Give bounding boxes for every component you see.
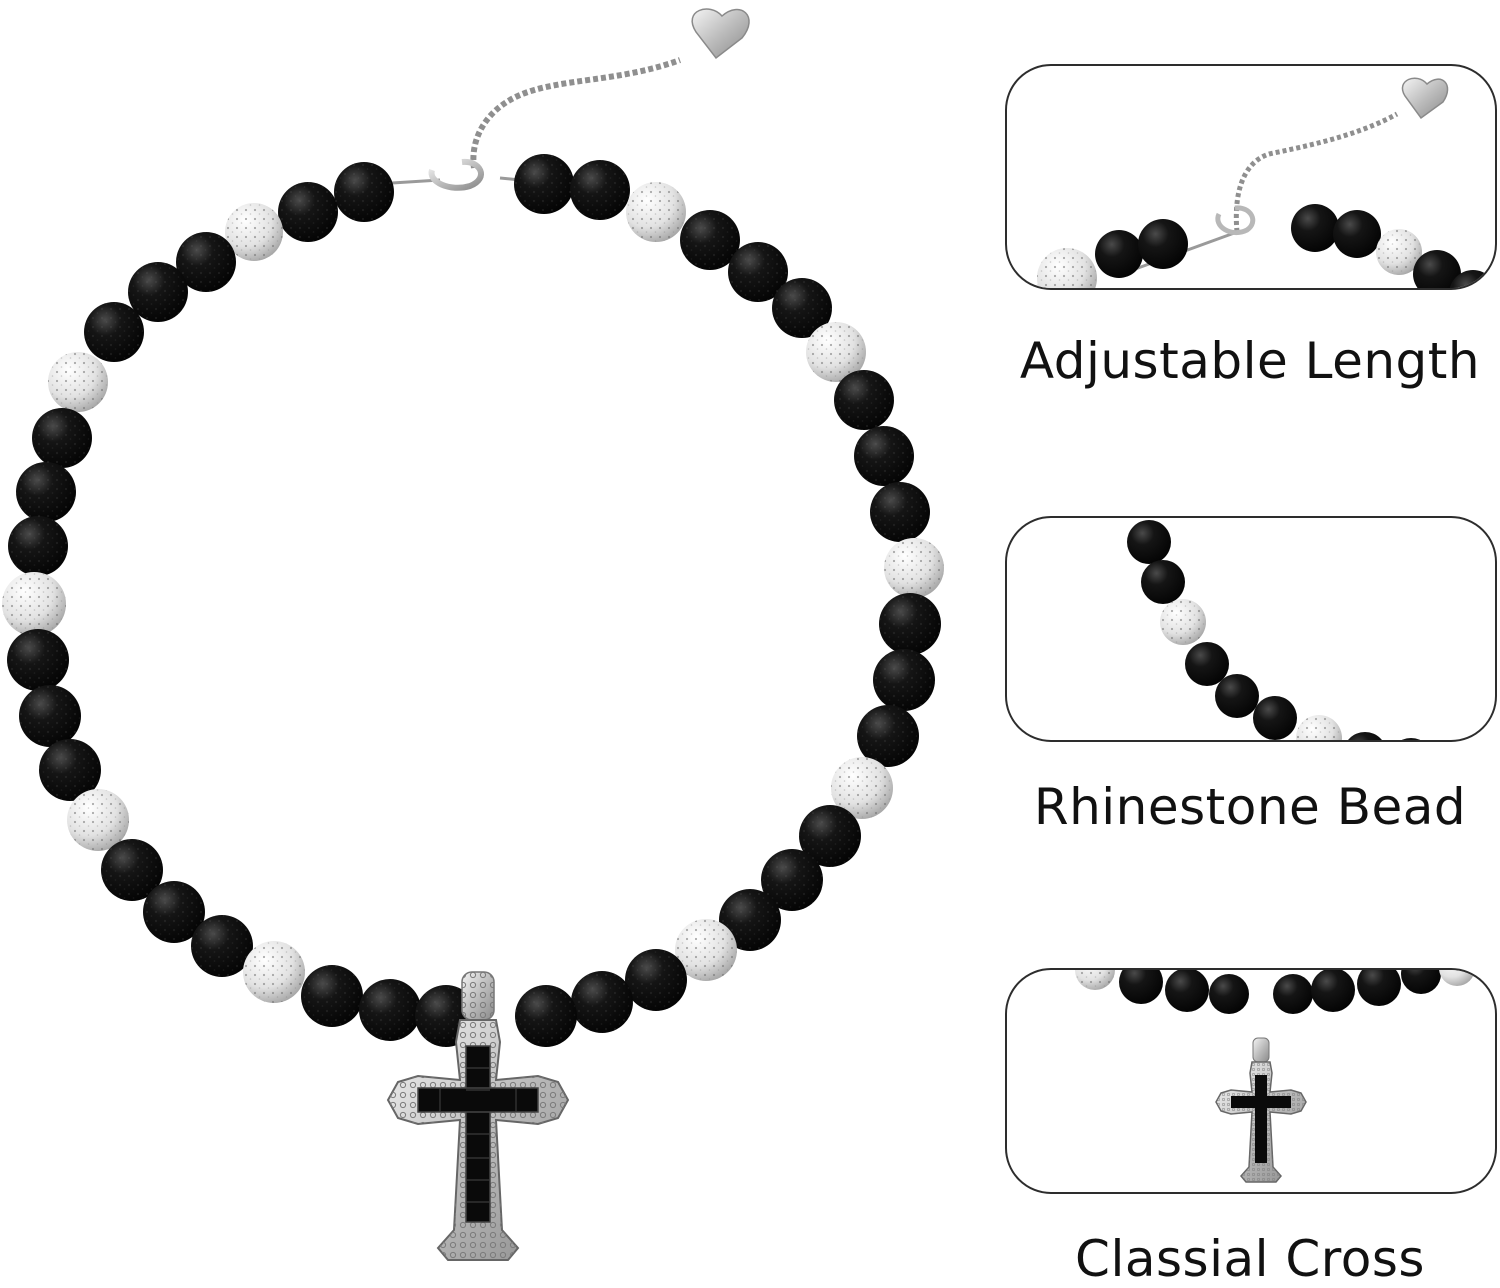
classial-cross-panel <box>1005 968 1497 1194</box>
bead-sparkle <box>16 462 76 522</box>
bead-sparkle <box>7 629 69 691</box>
bead-sparkle <box>570 160 630 220</box>
bead-sparkle <box>884 538 944 598</box>
bead-sparkle <box>680 210 740 270</box>
bead-strand <box>2 154 944 1047</box>
adjustable-length-panel <box>1005 64 1497 290</box>
bead-sparkle <box>834 370 894 430</box>
chain-extender-icon <box>1037 77 1495 288</box>
bead-sparkle <box>2 572 66 636</box>
cross-pendant <box>387 971 569 1261</box>
bead-sparkle <box>831 757 893 819</box>
bead-sparkle <box>32 408 92 468</box>
heart-tag-icon <box>691 8 750 60</box>
bead-sparkle <box>128 262 188 322</box>
bead-strand-icon <box>1127 520 1421 740</box>
bead-sparkle <box>359 979 421 1041</box>
bead-sparkle <box>761 849 823 911</box>
bead-sparkle <box>870 482 930 542</box>
bead-sparkle <box>48 352 108 412</box>
bead-sparkle <box>143 881 205 943</box>
extender-chain <box>391 8 750 191</box>
caption-classial-cross: Classial Cross <box>1075 1230 1425 1288</box>
bead-sparkle <box>514 154 574 214</box>
bead-sparkle <box>101 839 163 901</box>
bead-sparkle <box>675 919 737 981</box>
bead-sparkle <box>67 789 129 851</box>
bead-sparkle <box>854 426 914 486</box>
bead-sparkle <box>19 685 81 747</box>
bead-sparkle <box>626 182 686 242</box>
rhinestone-bead-panel <box>1005 516 1497 742</box>
bead-sparkle <box>873 649 935 711</box>
bead-sparkle <box>728 242 788 302</box>
caption-rhinestone-bead: Rhinestone Bead <box>1033 778 1467 836</box>
bead-sparkle <box>806 322 866 382</box>
caption-adjustable-length: Adjustable Length <box>1019 332 1481 390</box>
bead-sparkle <box>84 302 144 362</box>
bead-sparkle <box>857 705 919 767</box>
bead-sparkle <box>571 971 633 1033</box>
bead-sparkle <box>334 162 394 222</box>
bead-sparkle <box>799 805 861 867</box>
bead-sparkle <box>515 985 577 1047</box>
bead-sparkle <box>225 203 283 261</box>
bead-sparkle <box>39 739 101 801</box>
bead-sparkle <box>278 182 338 242</box>
bead-sparkle <box>772 278 832 338</box>
bead-sparkle <box>625 949 687 1011</box>
bead-sparkle <box>879 593 941 655</box>
bead-sparkle <box>719 889 781 951</box>
bead-sparkle <box>176 232 236 292</box>
cross-pendant-icon <box>1075 970 1475 1183</box>
bead-sparkle <box>8 516 68 576</box>
bead-sparkle <box>191 915 253 977</box>
bead-sparkle <box>243 941 305 1003</box>
bead-sparkle <box>301 965 363 1027</box>
